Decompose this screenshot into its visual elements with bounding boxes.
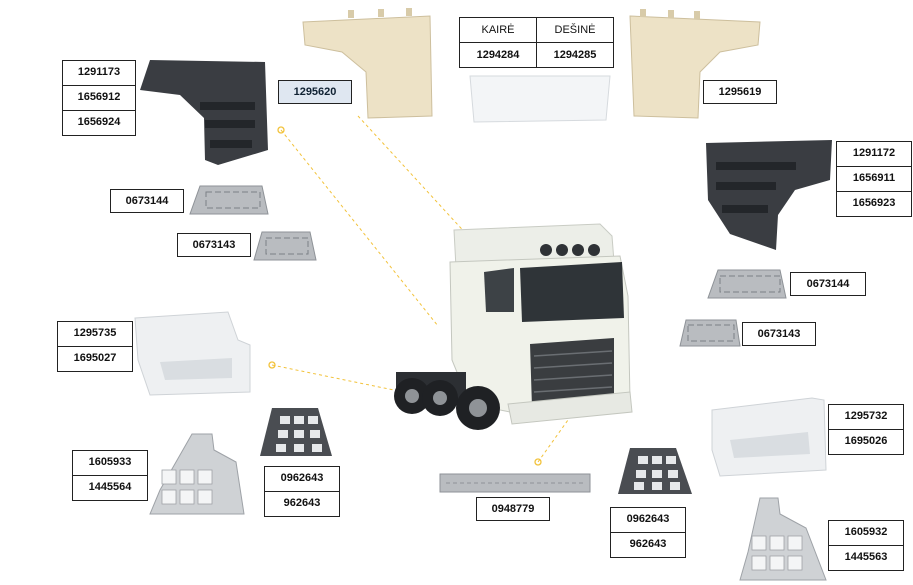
cream-corner-panel-right bbox=[629, 9, 761, 119]
label-grille-left-a: 0673144 bbox=[110, 189, 184, 213]
grille-step-right-b bbox=[679, 319, 741, 347]
leader-dots bbox=[268, 126, 542, 466]
part-number: 1695026 bbox=[844, 435, 888, 447]
part-number: 0962643 bbox=[265, 467, 339, 492]
label-grille-right-a: 0673144 bbox=[790, 272, 866, 296]
part-number: 1445563 bbox=[844, 551, 888, 563]
part-number: 1656924 bbox=[77, 116, 121, 128]
label-group-tread-right: 0962643 962643 bbox=[610, 507, 686, 558]
leader-lines bbox=[271, 115, 569, 463]
cream-corner-panel-left bbox=[302, 8, 433, 119]
label-cream-left: 1295620 bbox=[278, 80, 352, 104]
part-number: 962643 bbox=[629, 538, 667, 550]
label-group-white-right: 1295732 1695026 bbox=[828, 404, 904, 455]
label-grille-left-b: 0673143 bbox=[177, 233, 251, 257]
white-step-box-left bbox=[134, 311, 251, 396]
label-group-dark-right: 1291172 1656911 1656923 bbox=[836, 141, 912, 217]
tread-step-right bbox=[618, 448, 692, 494]
label-grille-right-b: 0673143 bbox=[742, 322, 816, 346]
label-group-white-left: 1295735 1695027 bbox=[57, 321, 133, 372]
table-value-right: 1294285 bbox=[536, 42, 614, 68]
label-group-dark-left: 1291173 1656912 1656924 bbox=[62, 60, 136, 136]
label-cream-right: 1295619 bbox=[703, 80, 777, 104]
part-number: 1605932 bbox=[829, 521, 903, 546]
label-group-tread-left: 0962643 962643 bbox=[264, 466, 340, 517]
part-number: 1291172 bbox=[837, 142, 911, 167]
step-bracket-right bbox=[739, 497, 827, 581]
part-number: 1445564 bbox=[88, 481, 132, 493]
part-number: 1656912 bbox=[63, 86, 135, 111]
part-number: 1605933 bbox=[73, 451, 147, 476]
table-value-left: 1294284 bbox=[459, 42, 537, 68]
label-group-bracket-right: 1605932 1445563 bbox=[828, 520, 904, 571]
part-number: 1695027 bbox=[73, 352, 117, 364]
part-number: 1656923 bbox=[852, 197, 896, 209]
truck-image bbox=[394, 223, 633, 430]
dark-step-panel-right bbox=[706, 140, 832, 250]
table-header-left: KAIRĖ bbox=[459, 17, 537, 43]
sun-visor-panel bbox=[469, 75, 611, 123]
grille-step-left-a bbox=[189, 185, 269, 215]
part-number: 1295732 bbox=[829, 405, 903, 430]
white-step-box-right bbox=[711, 397, 827, 477]
dark-step-panel-left bbox=[140, 60, 268, 165]
label-strip-center: 0948779 bbox=[476, 497, 550, 521]
part-number: 1295735 bbox=[58, 322, 132, 347]
tread-step-left bbox=[260, 408, 332, 456]
table-header-right: DEŠINĖ bbox=[536, 17, 614, 43]
label-group-bracket-left: 1605933 1445564 bbox=[72, 450, 148, 501]
grille-step-right-a bbox=[707, 269, 787, 299]
side-table: KAIRĖ DEŠINĖ 1294284 1294285 bbox=[459, 17, 614, 68]
step-bracket-left bbox=[149, 433, 245, 515]
part-number: 1656911 bbox=[837, 167, 911, 192]
anti-slip-strip bbox=[439, 473, 591, 493]
part-number: 962643 bbox=[283, 497, 321, 509]
part-number: 0962643 bbox=[611, 508, 685, 533]
grille-step-left-b bbox=[253, 231, 317, 261]
part-number: 1291173 bbox=[63, 61, 135, 86]
